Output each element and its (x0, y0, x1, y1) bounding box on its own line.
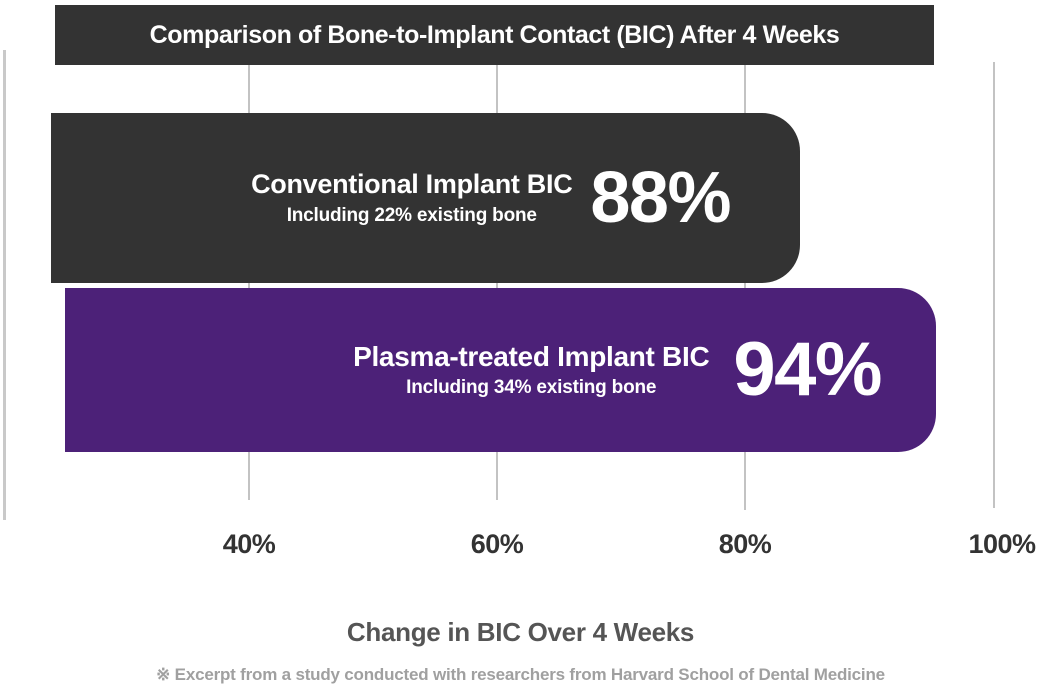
bar-conventional-value: 88% (590, 158, 731, 238)
gridline-80 (744, 62, 746, 510)
x-axis-caption: Change in BIC Over 4 Weeks (346, 617, 695, 647)
x-tick-label-100: 100% (968, 529, 1036, 559)
bar-plasma-value: 94% (733, 327, 882, 412)
bar-plasma-content: Plasma-treated Implant BIC Including 34%… (65, 332, 936, 408)
bar-conventional-title: Conventional Implant BIC (251, 169, 573, 200)
bar-plasma-labels: Plasma-treated Implant BIC Including 34%… (353, 340, 710, 399)
gridline-100 (993, 62, 995, 508)
x-tick-label-60: 60% (470, 529, 524, 559)
bar-conventional-labels: Conventional Implant BIC Including 22% e… (251, 169, 573, 226)
bar-conventional-subtitle: Including 22% existing bone (286, 204, 537, 226)
bar-plasma-treated-implant: Plasma-treated Implant BIC Including 34%… (65, 288, 936, 452)
x-tick-label-80: 80% (718, 529, 772, 559)
bar-plasma-subtitle: Including 34% existing bone (406, 377, 657, 399)
bar-plasma-title: Plasma-treated Implant BIC (353, 340, 710, 372)
page-title: Comparison of Bone-to-Implant Contact (B… (149, 20, 840, 49)
bar-conventional-content: Conventional Implant BIC Including 22% e… (51, 162, 800, 234)
bar-conventional-implant: Conventional Implant BIC Including 22% e… (51, 113, 800, 283)
plot-left-edge-line (3, 50, 6, 520)
chart-title-banner: Comparison of Bone-to-Implant Contact (B… (55, 5, 934, 65)
x-tick-label-40: 40% (222, 529, 276, 559)
chart-footnote: ※ Excerpt from a study conducted with re… (156, 665, 885, 684)
